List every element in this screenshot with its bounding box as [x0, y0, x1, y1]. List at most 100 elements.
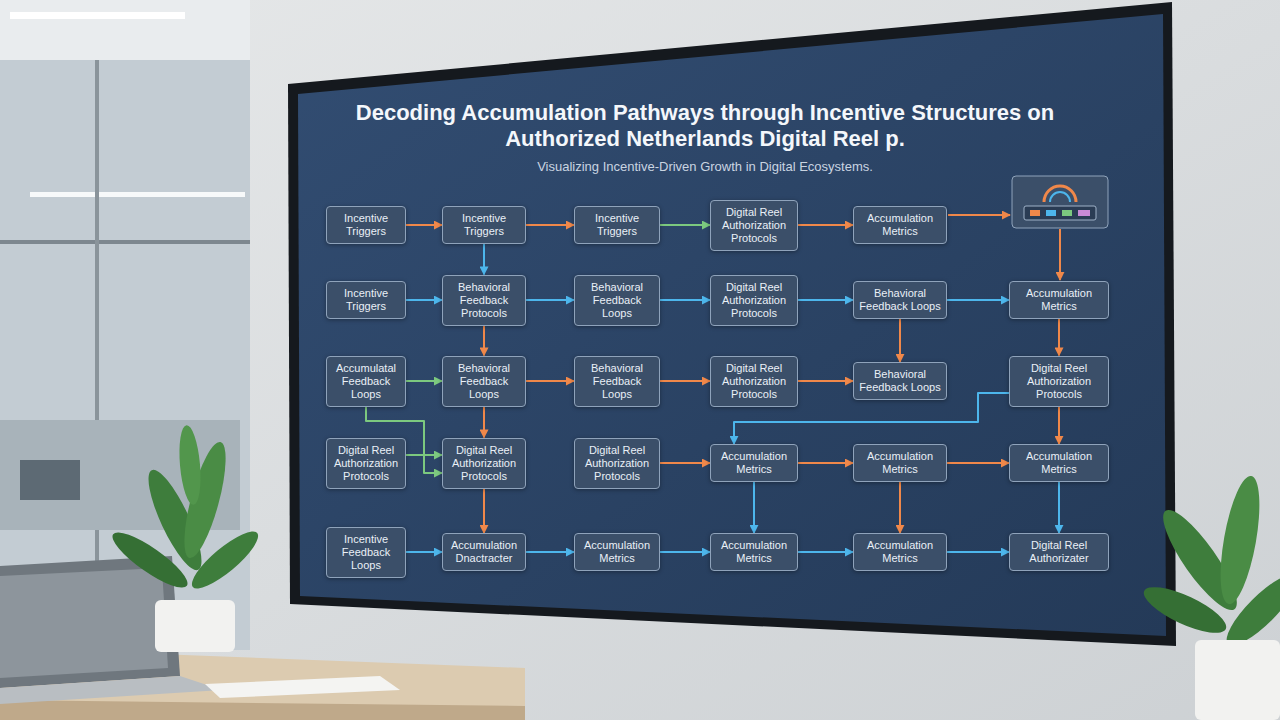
process-box: Behavioral Feedback Protocols	[442, 275, 526, 326]
process-box: Behavioral Feedback Loops	[574, 275, 660, 326]
process-box: Accumulation Metrics	[853, 206, 947, 244]
server-led	[1046, 210, 1056, 216]
box-label: Incentive Triggers	[331, 287, 401, 313]
process-box: Behavioral Feedback Loops	[853, 362, 947, 400]
box-label: Digital Reel Authorization Protocols	[715, 362, 793, 401]
process-box: Digital Reel Authorization Protocols	[710, 200, 798, 251]
plant-pot	[155, 600, 235, 652]
process-box: Behavioral Feedback Loops	[574, 356, 660, 407]
process-box: Accumulation Dnactracter	[442, 533, 526, 571]
laptop-base	[0, 676, 222, 704]
server-led	[1030, 210, 1040, 216]
glass-wall	[0, 0, 250, 650]
process-box: Accumulatal Feedback Loops	[326, 356, 406, 407]
box-label: Accumulation Metrics	[715, 450, 793, 476]
server-led	[1062, 210, 1072, 216]
diagram-title: Decoding Accumulation Pathways through I…	[355, 100, 1055, 153]
process-box: Accumulation Metrics	[853, 444, 947, 482]
process-box: Behavioral Feedback Loops	[853, 281, 947, 319]
process-box: Incentive Triggers	[442, 206, 526, 244]
desk-edge	[0, 700, 525, 720]
box-label: Behavioral Feedback Loops	[447, 362, 521, 401]
flow-connector	[526, 299, 574, 301]
plant-leaf	[1213, 473, 1267, 607]
server-led	[1078, 210, 1090, 216]
process-box: Digital Reel Authorization Protocols	[326, 438, 406, 489]
box-label: Accumulation Metrics	[1014, 287, 1104, 313]
box-label: Behavioral Feedback Loops	[579, 362, 655, 401]
box-label: Accumulation Metrics	[858, 212, 942, 238]
flow-connector	[483, 244, 485, 275]
flow-connector	[1058, 319, 1060, 356]
flow-connector	[753, 482, 755, 533]
flow-connector	[660, 224, 710, 226]
flow-connector	[483, 326, 485, 356]
box-label: Behavioral Feedback Loops	[579, 281, 655, 320]
flow-connector	[406, 299, 442, 301]
box-label: Incentive Triggers	[447, 212, 521, 238]
lock-shackle-icon	[1050, 192, 1070, 202]
process-box: Behavioral Feedback Loops	[442, 356, 526, 407]
process-box: Incentive Triggers	[326, 206, 406, 244]
flow-connector	[483, 489, 485, 534]
box-label: Behavioral Feedback Loops	[858, 368, 942, 394]
process-box: Incentive Feedback Loops	[326, 527, 406, 578]
flow-connector	[1058, 482, 1060, 533]
box-label: Accumulatal Feedback Loops	[331, 362, 401, 401]
flow-arrow	[948, 214, 1010, 216]
process-box: Incentive Triggers	[326, 281, 406, 319]
plant-leaf	[106, 524, 193, 595]
process-box: Accumulation Metrics	[710, 444, 798, 482]
flow-connector	[798, 299, 853, 301]
flow-connector	[660, 462, 710, 464]
process-box: Digital Reel Authorization Protocols	[710, 356, 798, 407]
flow-connector	[660, 299, 710, 301]
flow-arrow	[1059, 229, 1061, 280]
box-label: Digital Reel Authorization Protocols	[1014, 362, 1104, 401]
ceiling-light	[30, 192, 245, 197]
box-label: Behavioral Feedback Protocols	[447, 281, 521, 320]
screen-panel	[298, 14, 1166, 636]
plant-leaf	[177, 424, 204, 505]
server-icon	[1024, 206, 1096, 220]
window-frame	[0, 240, 250, 244]
box-label: Digital Reel Authorizater	[1014, 539, 1104, 565]
box-label: Accumulation Dnactracter	[447, 539, 521, 565]
icon-box	[1012, 176, 1108, 228]
flow-connector	[798, 380, 853, 382]
monitor-silhouette	[20, 460, 80, 500]
plant-leaf	[1138, 578, 1231, 641]
process-box: Digital Reel Authorization Protocols	[710, 275, 798, 326]
box-label: Digital Reel Authorization Protocols	[447, 444, 521, 483]
process-box: Accumulation Metrics	[710, 533, 798, 571]
process-box: Digital Reel Authorization Protocols	[1009, 356, 1109, 407]
flow-connector	[406, 551, 442, 553]
box-label: Incentive Triggers	[579, 212, 655, 238]
flow-connector	[899, 319, 901, 362]
box-label: Digital Reel Authorization Protocols	[715, 281, 793, 320]
screen-bezel	[288, 2, 1176, 646]
process-box: Digital Reel Authorizater	[1009, 533, 1109, 571]
flow-connector	[947, 551, 1009, 553]
box-label: Behavioral Feedback Loops	[858, 287, 942, 313]
flow-connector	[526, 224, 574, 226]
process-box: Accumulation Metrics	[574, 533, 660, 571]
box-label: Digital Reel Authorization Protocols	[715, 206, 793, 245]
flow-connector	[526, 551, 574, 553]
process-box: Digital Reel Authorization Protocols	[442, 438, 526, 489]
ceiling	[0, 0, 250, 60]
box-label: Digital Reel Authorization Protocols	[331, 444, 401, 483]
flow-connector	[798, 551, 853, 553]
ceiling-light	[10, 12, 185, 19]
diagram-caption: Visualizing Incentive-Driven Growth in D…	[355, 159, 1055, 175]
box-label: Accumulation Metrics	[858, 539, 942, 565]
box-label: Accumulation Metrics	[579, 539, 655, 565]
flow-connector	[406, 224, 442, 226]
flow-connector	[526, 380, 574, 382]
notebook	[205, 676, 400, 698]
flow-connector	[483, 407, 485, 438]
flow-connector	[406, 454, 442, 456]
flow-connector	[798, 462, 853, 464]
